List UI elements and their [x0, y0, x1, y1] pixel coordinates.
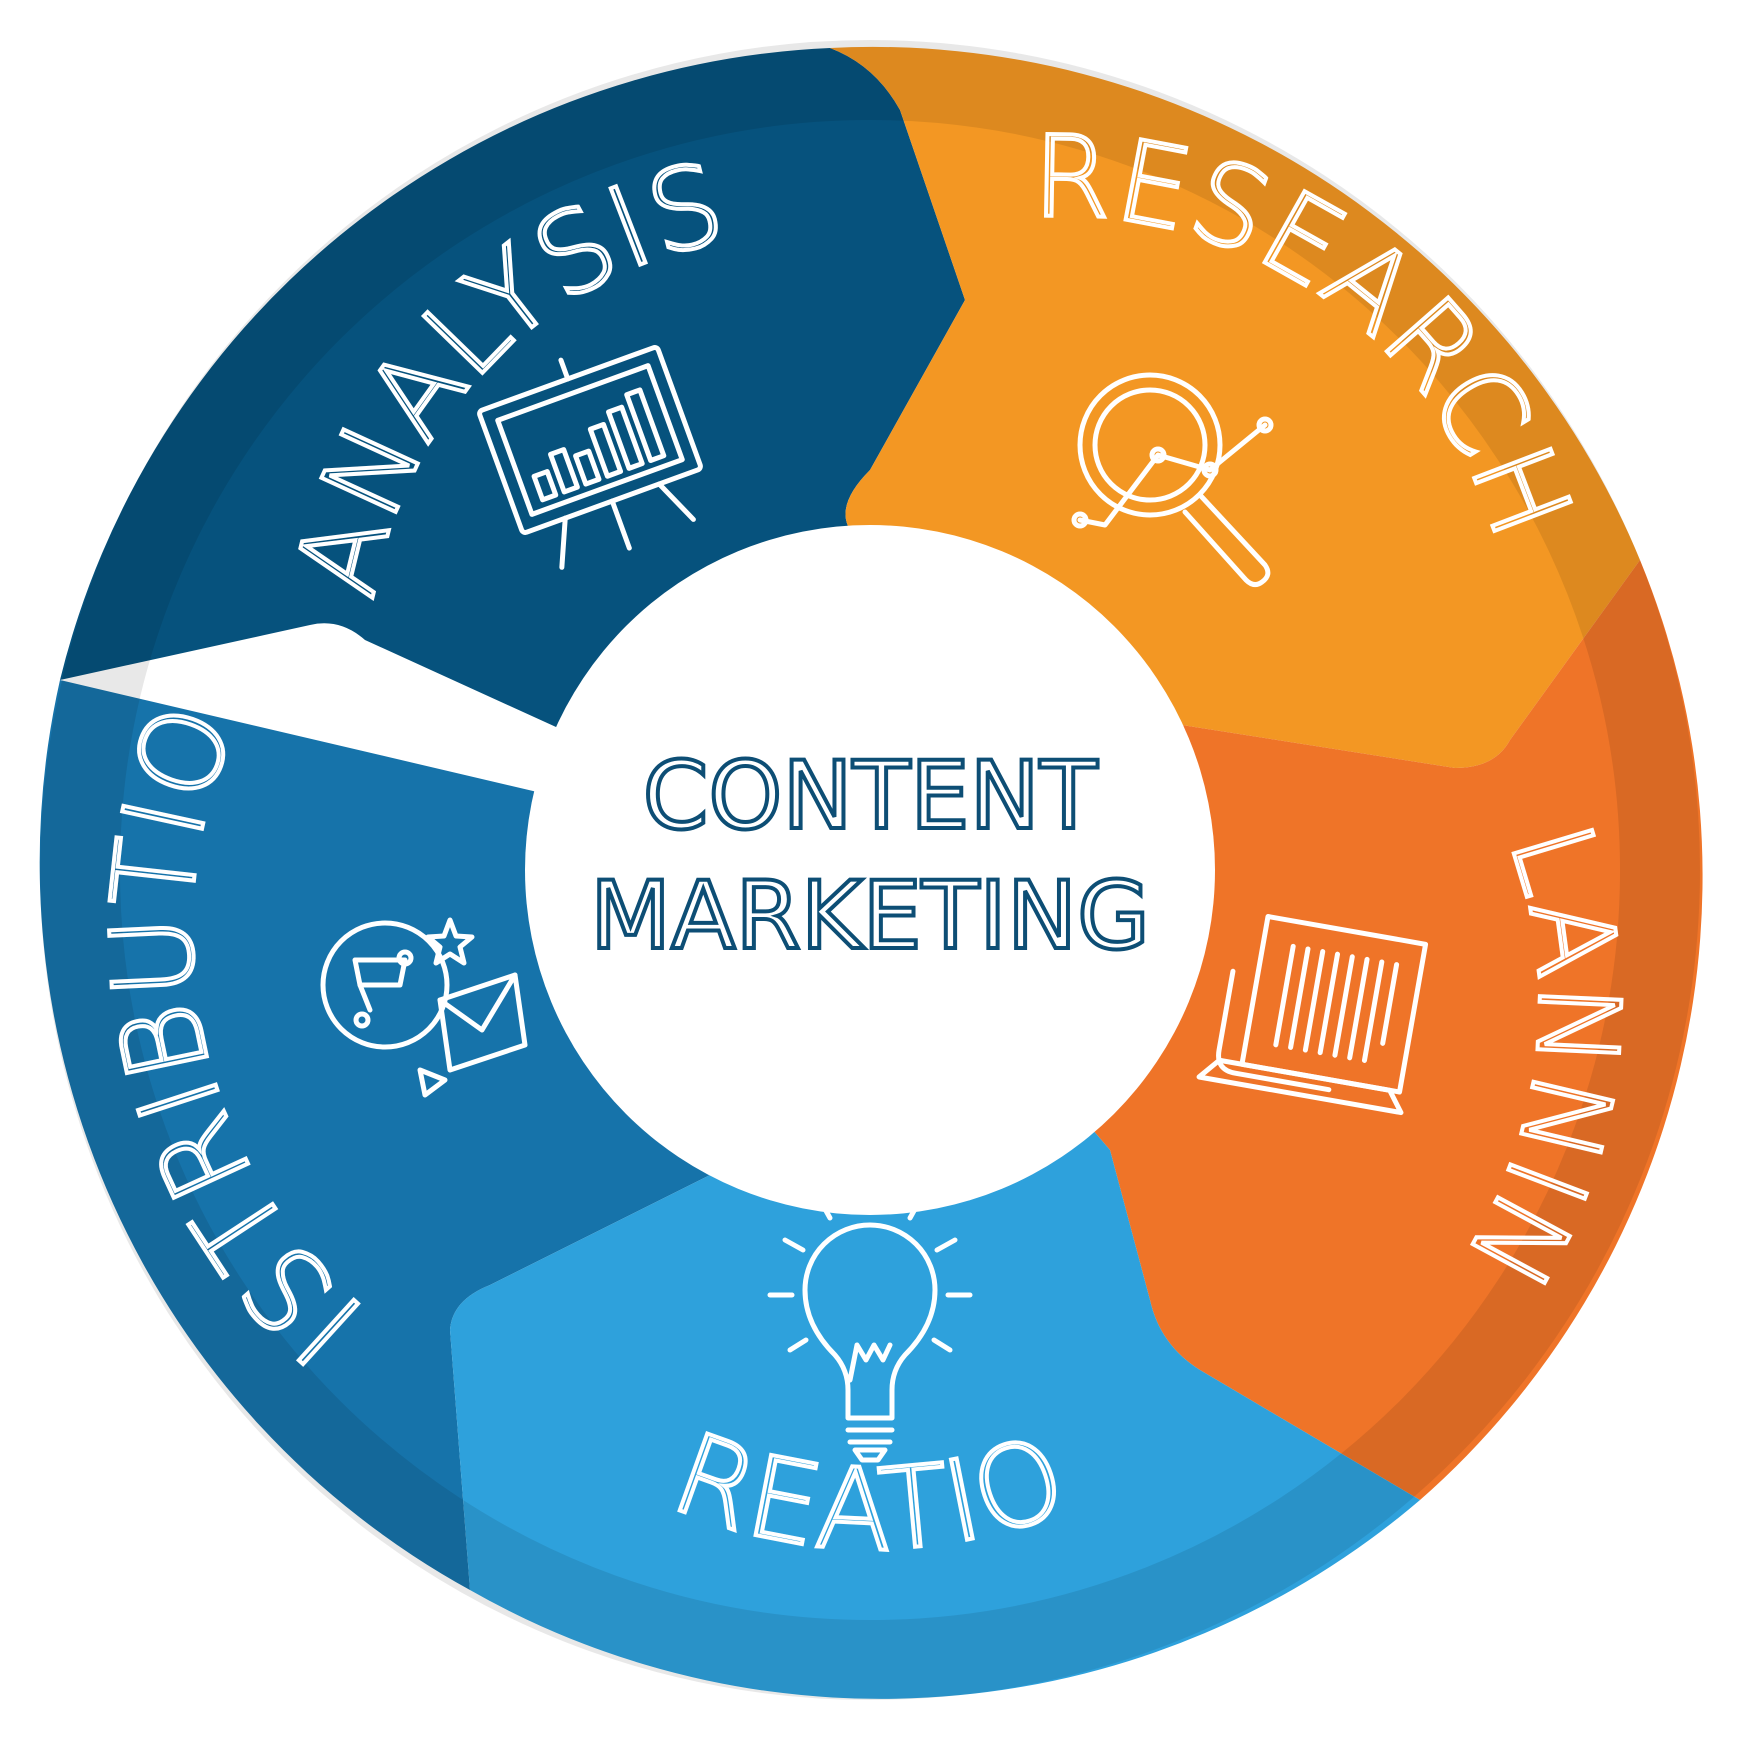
- magnifier-graph-icon: [1071, 372, 1274, 588]
- center-title-line2: MARKETING: [590, 862, 1150, 971]
- share-email-icon: [320, 917, 528, 1098]
- lightbulb-icon: [767, 1182, 973, 1463]
- presentation-chart-icon: [477, 345, 703, 570]
- laptop-document-icon: [1196, 914, 1429, 1116]
- outer-rim: [40, 40, 1700, 1700]
- center-title-line1: CONTENT: [643, 742, 1098, 851]
- center-circle: [525, 525, 1215, 1215]
